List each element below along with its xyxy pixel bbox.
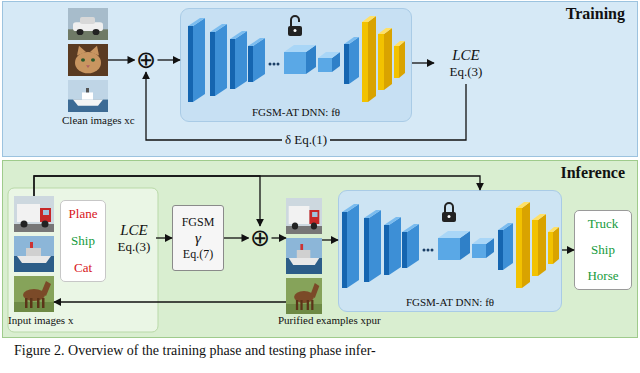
loss-label: LCE [120,222,148,239]
network-layers [188,16,405,102]
attack-label: FGSM [182,215,215,230]
image-thumbnail [14,276,54,312]
class-label: Truck [588,216,619,232]
sum-operator: ⊕ [135,48,158,72]
panel-title: Training [566,5,625,23]
image-label: Clean images xc [62,114,102,126]
network-label: FGSM-AT DNN: fθ [406,296,494,308]
loss-label: Eq.(3) [118,239,151,255]
class-label: Ship [71,233,95,249]
figure-caption: Figure 2. Overview of the training phase… [14,343,376,359]
operator-symbol: ⊕ [136,49,156,71]
image-thumbnail [286,278,322,314]
attack-box: FGSMγEq.(7) [172,205,224,271]
flow-arrow [272,237,287,238]
operator-symbol: ⊕ [250,227,270,249]
flow-arrow [412,62,434,63]
image-thumbnail [68,8,108,40]
image-thumbnail [286,238,322,274]
group-frame [8,188,158,332]
class-label: Plane [69,206,98,222]
panel-title: Inference [560,164,625,182]
locked-icon [442,203,456,222]
flow-arrow [224,237,249,238]
attack-label: γ [195,230,201,247]
image-label: Purified examples xpur [278,314,314,326]
class-label: Horse [587,268,618,284]
flow-arrow [34,176,480,196]
loss-label: Eq.(3) [450,64,483,80]
image-thumbnail [14,236,54,272]
loss-term: LCEEq.(3) [434,42,498,84]
image-thumbnail [14,196,54,232]
flow-arrow [158,59,181,60]
attack-label: Eq.(7) [183,247,213,262]
sum-operator: ⊕ [249,226,272,250]
class-label: Ship [591,242,615,258]
flow-arrow [156,237,172,238]
loss-label: LCE [452,47,480,64]
unlocked-icon [288,16,302,36]
image-thumbnail [286,198,322,234]
flow-arrow [34,176,260,226]
image-thumbnail [68,44,108,76]
flow-arrow [322,239,338,240]
flow-arrow [54,301,286,302]
image-thumbnail [68,80,108,112]
flow-arrow [562,249,574,250]
flow-arrow [108,59,135,60]
class-label: Cat [74,260,92,276]
network-label: FGSM-AT DNN: fθ [252,106,340,118]
prediction-list: TruckShipHorse [574,210,632,290]
network-layers [342,202,559,288]
edge-label: δ Eq.(1) [282,132,330,148]
image-label: Input images x [8,314,48,326]
flow-arrow [146,72,466,140]
